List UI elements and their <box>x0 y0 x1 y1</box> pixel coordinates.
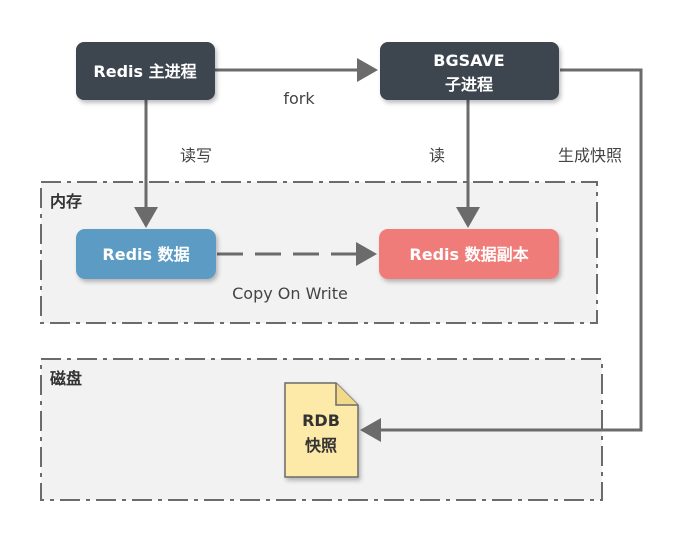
child-process-label-line1: BGSAVE <box>433 51 504 70</box>
copy-on-write-label: Copy On Write <box>232 284 348 303</box>
main-process-node <box>76 42 215 100</box>
redis-data-label: Redis 数据 <box>102 245 189 264</box>
redis-data-node <box>76 229 216 279</box>
main-process-label: Redis 主进程 <box>93 62 196 81</box>
child-process-node <box>380 42 559 100</box>
redis-data-copy-label: Redis 数据副本 <box>409 245 528 264</box>
rdb-document-icon <box>284 382 359 478</box>
fork-label: fork <box>283 89 315 108</box>
read-write-label: 读写 <box>180 146 212 165</box>
redis-data-copy-node <box>379 229 559 279</box>
rdb-label-line1: RDB <box>302 411 340 430</box>
child-process-label-line2: 子进程 <box>445 75 493 94</box>
disk-zone-label: 磁盘 <box>50 369 82 388</box>
rdb-label-line2: 快照 <box>305 436 337 455</box>
generate-snapshot-arrow <box>360 68 643 442</box>
memory-zone-label: 内存 <box>50 192 82 211</box>
read-label: 读 <box>429 146 445 165</box>
generate-snapshot-label: 生成快照 <box>558 146 622 165</box>
